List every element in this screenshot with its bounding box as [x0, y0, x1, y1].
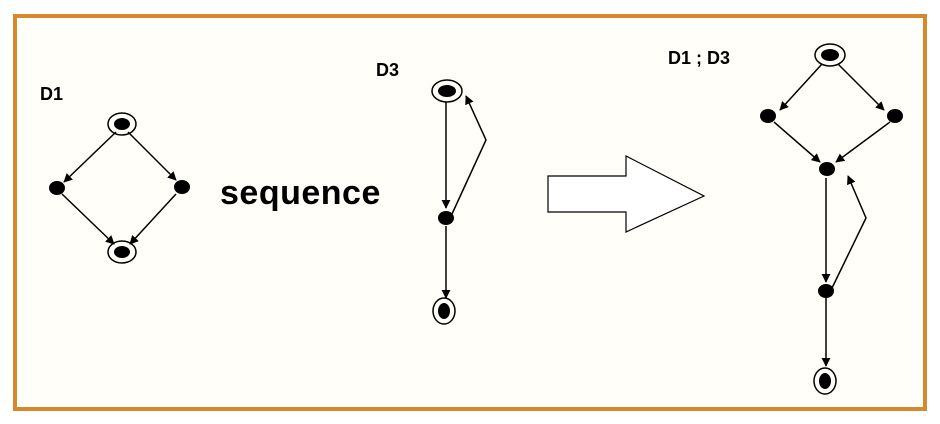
loop-edge — [831, 175, 867, 289]
node — [887, 109, 903, 123]
diagram-frame — [13, 14, 927, 411]
start-node — [107, 112, 137, 136]
loop-edge — [451, 95, 487, 215]
graph-d1 — [49, 112, 190, 264]
node — [760, 109, 776, 123]
edge — [63, 131, 117, 183]
graph-d1-d3 — [760, 43, 903, 395]
edge — [773, 121, 821, 163]
node — [438, 211, 454, 225]
graph-label-result: D1 ; D3 — [668, 48, 731, 68]
node — [174, 180, 190, 194]
end-node — [107, 240, 137, 264]
start-node — [814, 43, 846, 67]
node — [819, 162, 835, 176]
edge — [129, 193, 177, 245]
node — [818, 284, 834, 298]
end-node — [813, 367, 837, 395]
right-arrow-outline-icon — [547, 155, 706, 233]
edge — [779, 63, 823, 111]
graph-label-d3: D3 — [376, 60, 400, 80]
graph-d3 — [431, 79, 487, 325]
end-node — [432, 297, 456, 325]
start-node — [431, 79, 463, 103]
graph-label-d1: D1 — [40, 84, 64, 104]
edge — [835, 121, 891, 163]
node — [49, 181, 65, 195]
operation-label: sequence — [220, 174, 381, 212]
edge — [127, 131, 177, 181]
edge — [837, 63, 885, 111]
edge — [61, 193, 115, 245]
